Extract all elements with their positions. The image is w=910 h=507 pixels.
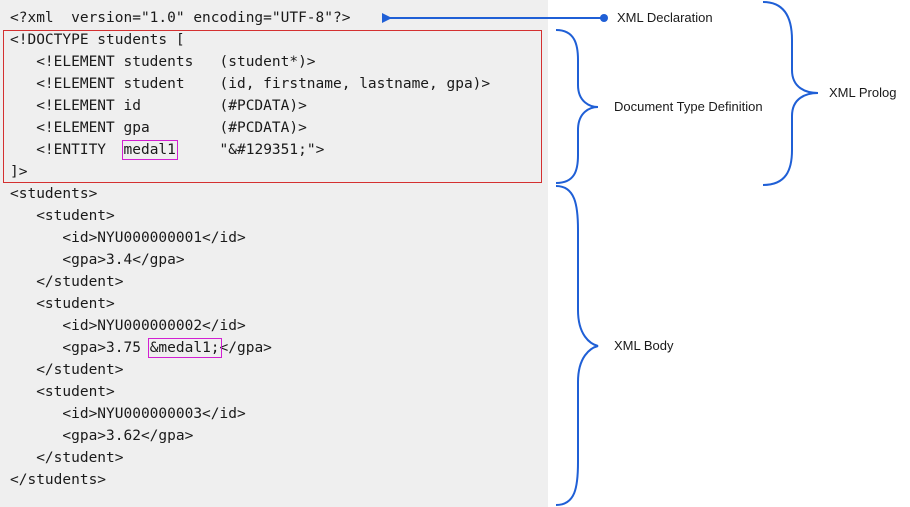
entity-value: "&#129351;"> <box>175 142 325 158</box>
entity-keyword: <!ENTITY <box>10 142 124 158</box>
code-line-student-3-gpa: <gpa>3.62</gpa> <box>10 428 194 444</box>
code-line-student-2-id: <id>NYU000000002</id> <box>10 318 246 334</box>
code-line-entity: <!ENTITY medal1 "&#129351;"> <box>10 139 490 161</box>
code-line-student-2-close: </student> <box>10 362 124 378</box>
code-line-student-3-open: <student> <box>10 384 115 400</box>
code-line-student-1-open: <student> <box>10 208 115 224</box>
code-line-xml-declaration: <?xml version="1.0" encoding="UTF-8"?> <box>10 10 351 26</box>
code-line-student-1-close: </student> <box>10 274 124 290</box>
code-panel <box>0 0 548 507</box>
code-line-element-student: <!ELEMENT student (id, firstname, lastna… <box>10 76 491 92</box>
xml-prolog-brace <box>762 1 819 186</box>
code-line-student-2-open: <student> <box>10 296 115 312</box>
code-line-doctype: <!DOCTYPE students [ <box>10 32 185 48</box>
code-line-student-1-gpa: <gpa>3.4</gpa> <box>10 252 185 268</box>
code-line-element-gpa: <!ELEMENT gpa (#PCDATA)> <box>10 120 307 136</box>
code-line-students-close: </students> <box>10 472 107 488</box>
code-line-student-1-id: <id>NYU000000001</id> <box>10 230 246 246</box>
code-line-student-3-id: <id>NYU000000003</id> <box>10 406 246 422</box>
code-line-student-2-gpa: <gpa>3.75 &medal1;</gpa> <box>10 337 490 359</box>
entity-ref-highlight: &medal1; <box>147 338 222 358</box>
xml-declaration-arrow-dot <box>600 14 608 22</box>
dtd-brace <box>555 29 599 184</box>
xml-body-label: XML Body <box>614 338 674 353</box>
xml-body-brace <box>555 185 599 506</box>
code-line-doctype-close: ]> <box>10 164 28 180</box>
gpa-close-tag: </gpa> <box>219 340 272 356</box>
code-line-student-3-close: </student> <box>10 450 124 466</box>
entity-name-highlight: medal1 <box>121 140 178 160</box>
dtd-highlight-box <box>3 30 542 183</box>
code-line-element-id: <!ELEMENT id (#PCDATA)> <box>10 98 307 114</box>
xml-code-block: <?xml version="1.0" encoding="UTF-8"?> <!… <box>10 7 490 491</box>
xml-declaration-label: XML Declaration <box>617 10 713 25</box>
dtd-label: Document Type Definition <box>614 99 763 114</box>
gpa-open-value: <gpa>3.75 <box>10 340 150 356</box>
code-line-students-open: <students> <box>10 186 98 202</box>
code-line-element-students: <!ELEMENT students (student*)> <box>10 54 316 70</box>
xml-prolog-label: XML Prolog <box>829 85 897 100</box>
